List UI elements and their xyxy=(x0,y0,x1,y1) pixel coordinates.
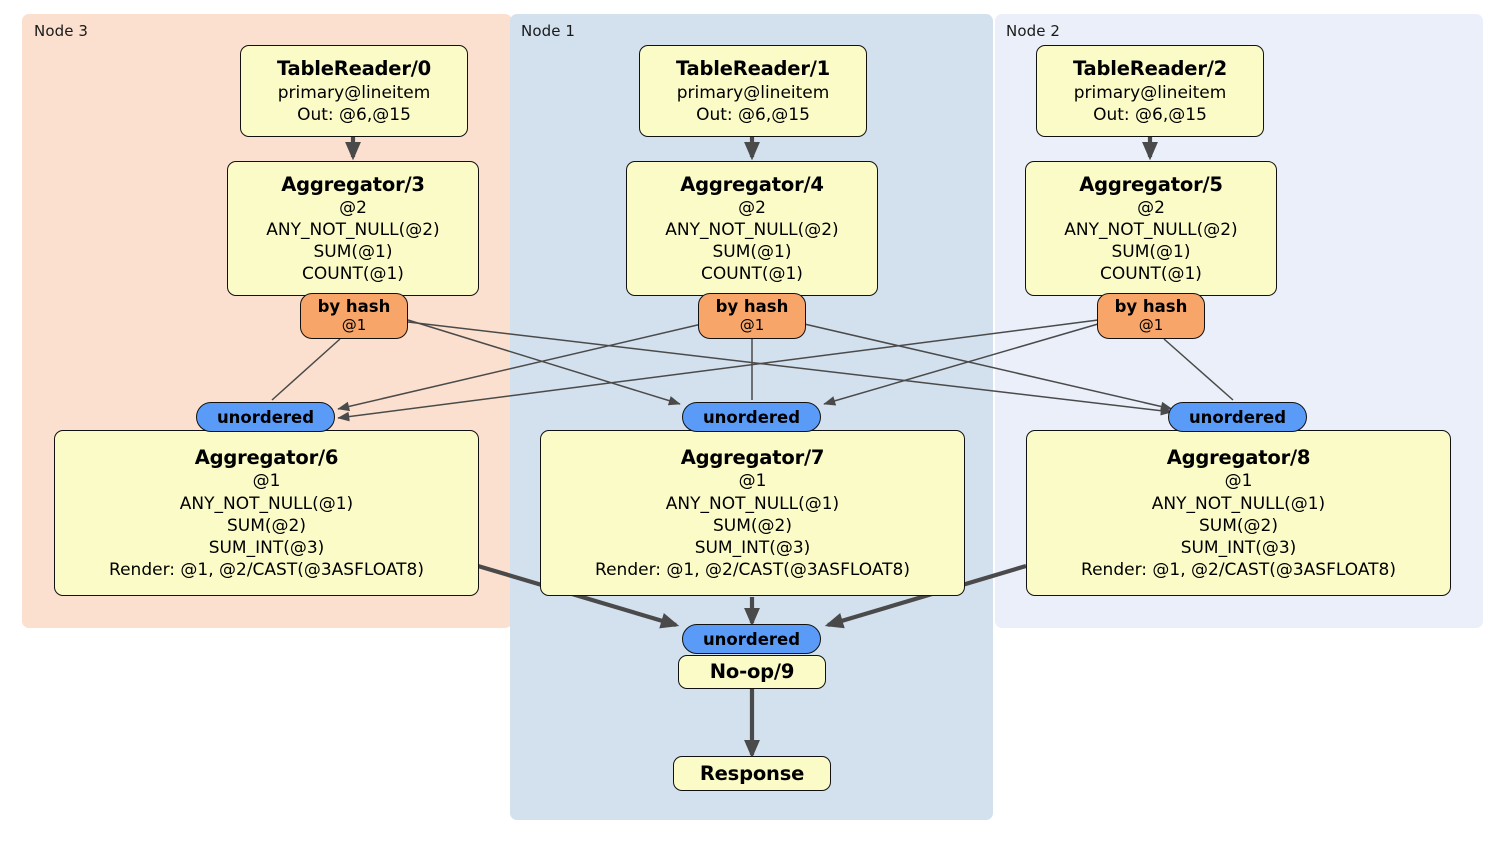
box-line: Render: @1, @2/CAST(@3ASFLOAT8) xyxy=(109,559,424,580)
box-aggregator-8[interactable]: Aggregator/8 @1 ANY_NOT_NULL(@1) SUM(@2)… xyxy=(1026,430,1451,596)
synchronizer-label: unordered xyxy=(216,407,315,427)
box-line: @2 xyxy=(339,197,367,218)
box-title: Aggregator/6 xyxy=(194,446,339,470)
box-table-reader-1[interactable]: TableReader/1 primary@lineitem Out: @6,@… xyxy=(639,45,867,137)
router-sublabel: @1 xyxy=(1138,316,1164,335)
box-line: SUM_INT(@3) xyxy=(208,537,325,558)
synchronizer-unordered-final[interactable]: unordered xyxy=(682,624,821,654)
box-line: ANY_NOT_NULL(@2) xyxy=(266,220,440,241)
router-label: by hash xyxy=(317,296,391,316)
box-aggregator-6[interactable]: Aggregator/6 @1 ANY_NOT_NULL(@1) SUM(@2)… xyxy=(54,430,479,596)
box-line: @1 xyxy=(1224,471,1253,492)
synchronizer-unordered-2[interactable]: unordered xyxy=(1168,402,1307,432)
box-line: Render: @1, @2/CAST(@3ASFLOAT8) xyxy=(595,559,910,580)
box-line: @1 xyxy=(252,471,281,492)
box-line: ANY_NOT_NULL(@1) xyxy=(665,493,840,514)
box-line: @2 xyxy=(738,197,766,218)
node-panel-label-node3: Node 3 xyxy=(34,22,89,40)
box-line: @1 xyxy=(738,471,767,492)
box-aggregator-7[interactable]: Aggregator/7 @1 ANY_NOT_NULL(@1) SUM(@2)… xyxy=(540,430,965,596)
box-title: Aggregator/4 xyxy=(680,172,824,196)
edge-hash1-unordB xyxy=(407,319,681,406)
edge-hash3-unordC xyxy=(1163,338,1234,401)
router-label: by hash xyxy=(1114,296,1188,316)
edge-hash2-unordA xyxy=(337,322,707,412)
edge-hash3-unordA xyxy=(337,319,1099,422)
box-line: ANY_NOT_NULL(@1) xyxy=(179,493,354,514)
box-line: COUNT(@1) xyxy=(701,264,803,285)
synchronizer-unordered-1[interactable]: unordered xyxy=(682,402,821,432)
edge-hash3-unordB xyxy=(823,323,1099,406)
box-line: Out: @6,@15 xyxy=(297,104,411,125)
synchronizer-label: unordered xyxy=(702,629,801,649)
box-title: Aggregator/7 xyxy=(680,446,825,470)
node-panel-label-node1: Node 1 xyxy=(521,22,576,40)
box-line: Out: @6,@15 xyxy=(696,104,810,125)
box-title: TableReader/0 xyxy=(276,57,432,81)
box-title: Aggregator/8 xyxy=(1166,446,1311,470)
box-line: primary@lineitem xyxy=(277,82,431,103)
box-response[interactable]: Response xyxy=(673,756,831,791)
box-line: SUM(@1) xyxy=(712,242,792,263)
box-title: TableReader/1 xyxy=(675,57,831,81)
box-line: SUM(@2) xyxy=(227,515,306,536)
box-line: SUM(@1) xyxy=(1111,242,1191,263)
edge-hash2-unordC xyxy=(799,322,1173,412)
box-line: COUNT(@1) xyxy=(302,264,404,285)
synchronizer-unordered-0[interactable]: unordered xyxy=(196,402,335,432)
box-line: ANY_NOT_NULL(@2) xyxy=(665,220,839,241)
box-line: SUM_INT(@3) xyxy=(1180,537,1297,558)
box-table-reader-2[interactable]: TableReader/2 primary@lineitem Out: @6,@… xyxy=(1036,45,1264,137)
router-sublabel: @1 xyxy=(739,316,765,335)
box-aggregator-3[interactable]: Aggregator/3 @2 ANY_NOT_NULL(@2) SUM(@1)… xyxy=(227,161,479,296)
box-line: Render: @1, @2/CAST(@3ASFLOAT8) xyxy=(1081,559,1396,580)
box-line: COUNT(@1) xyxy=(1100,264,1202,285)
box-no-op-9[interactable]: No-op/9 xyxy=(678,655,826,689)
edge-hash1-unordC xyxy=(407,321,1173,416)
router-label: by hash xyxy=(715,296,789,316)
box-title: Response xyxy=(699,761,805,785)
box-title: Aggregator/3 xyxy=(281,172,425,196)
box-line: Out: @6,@15 xyxy=(1093,104,1207,125)
box-aggregator-5[interactable]: Aggregator/5 @2 ANY_NOT_NULL(@2) SUM(@1)… xyxy=(1025,161,1277,296)
box-title: No-op/9 xyxy=(709,660,795,684)
box-line: ANY_NOT_NULL(@2) xyxy=(1064,220,1238,241)
box-line: ANY_NOT_NULL(@1) xyxy=(1151,493,1326,514)
router-by-hash-1[interactable]: by hash @1 xyxy=(698,293,806,339)
box-line: SUM(@2) xyxy=(713,515,792,536)
box-line: @2 xyxy=(1137,197,1165,218)
box-title: TableReader/2 xyxy=(1072,57,1228,81)
synchronizer-label: unordered xyxy=(702,407,801,427)
box-line: SUM_INT(@3) xyxy=(694,537,811,558)
box-line: primary@lineitem xyxy=(1073,82,1227,103)
router-sublabel: @1 xyxy=(341,316,367,335)
box-line: SUM(@1) xyxy=(313,242,393,263)
box-title: Aggregator/5 xyxy=(1079,172,1223,196)
box-table-reader-0[interactable]: TableReader/0 primary@lineitem Out: @6,@… xyxy=(240,45,468,137)
router-by-hash-2[interactable]: by hash @1 xyxy=(1097,293,1205,339)
box-line: SUM(@2) xyxy=(1199,515,1278,536)
router-by-hash-0[interactable]: by hash @1 xyxy=(300,293,408,339)
box-line: primary@lineitem xyxy=(676,82,830,103)
synchronizer-label: unordered xyxy=(1188,407,1287,427)
node-panel-label-node2: Node 2 xyxy=(1006,22,1061,40)
edge-hash1-unordA xyxy=(271,338,341,401)
box-aggregator-4[interactable]: Aggregator/4 @2 ANY_NOT_NULL(@2) SUM(@1)… xyxy=(626,161,878,296)
